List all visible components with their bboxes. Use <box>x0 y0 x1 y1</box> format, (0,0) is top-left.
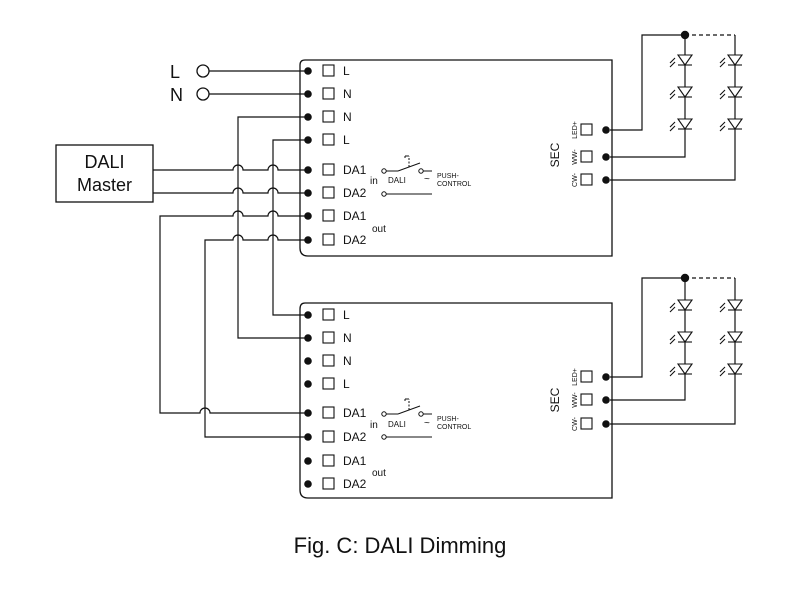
driver-top-led-array <box>669 54 744 132</box>
driver-bottom-push-label-2: CONTROL <box>437 424 471 431</box>
driver-bottom-push-label-1: PUSH- <box>437 416 459 423</box>
svg-text:LED+: LED+ <box>572 121 579 139</box>
svg-text:N: N <box>343 87 352 101</box>
svg-text:L: L <box>343 64 350 78</box>
svg-text:N: N <box>343 354 352 368</box>
driver-top-led-junction <box>680 30 690 40</box>
driver-top-push-label-2: CONTROL <box>437 181 471 188</box>
driver-top-terminal-2: N <box>304 87 352 101</box>
driver-top-sec-terminal-3: CW- <box>572 172 610 187</box>
svg-text:L: L <box>343 133 350 147</box>
driver-bottom-outline <box>299 302 613 499</box>
svg-text:DA2: DA2 <box>343 430 367 444</box>
driver-bottom-sec-terminal-2: WW- <box>572 392 610 408</box>
svg-text:L: L <box>343 308 350 322</box>
svg-text:WW-: WW- <box>572 392 579 408</box>
driver-top-sec-terminal-1: LED+ <box>572 121 610 139</box>
led-icon <box>669 331 694 345</box>
led-icon <box>669 54 694 68</box>
svg-text:CW-: CW- <box>572 416 579 431</box>
source-l-terminal <box>196 64 210 78</box>
led-icon <box>719 331 744 345</box>
driver-bottom-led-array <box>669 299 744 377</box>
svg-text:N: N <box>343 110 352 124</box>
svg-text:N: N <box>343 331 352 345</box>
driver-bottom-terminal-7: DA1 <box>304 454 367 468</box>
svg-text:DA1: DA1 <box>343 406 367 420</box>
driver-bottom-sec-terminal-3: CW- <box>572 416 610 431</box>
driver-bottom-tilde: ~ <box>424 418 430 429</box>
driver-bottom-terminal-3: N <box>304 354 352 368</box>
led-icon <box>719 363 744 377</box>
led-icon <box>719 86 744 100</box>
driver-top-terminal-4: L <box>304 133 350 147</box>
led-icon <box>669 118 694 132</box>
svg-text:WW-: WW- <box>572 149 579 165</box>
source-n-terminal <box>196 87 210 101</box>
dali-master-label-2: Master <box>77 175 132 195</box>
driver-bottom-sec-label: SEC <box>548 387 562 412</box>
wiring <box>153 34 736 438</box>
driver-top-tilde: ~ <box>424 174 430 185</box>
driver-bottom-push-switch <box>381 398 432 440</box>
driver-top-terminal-8: DA2 <box>304 233 367 247</box>
driver-bottom-terminal-5: DA1 <box>304 406 367 420</box>
svg-text:DA1: DA1 <box>343 454 367 468</box>
dali-master-box <box>55 144 154 203</box>
svg-text:DA2: DA2 <box>343 477 367 491</box>
driver-top-out-label: out <box>372 224 386 235</box>
driver-top-terminal-3: N <box>304 110 352 124</box>
svg-text:CW-: CW- <box>572 172 579 187</box>
driver-top-terminal-5: DA1 <box>304 163 367 177</box>
source-l-label: L <box>170 62 180 82</box>
driver-bottom-terminal-4: L <box>304 377 350 391</box>
driver-top-terminal-6: DA2 <box>304 186 367 200</box>
svg-text:LED+: LED+ <box>572 368 579 386</box>
driver-top-in-label: in <box>370 176 378 187</box>
driver-top-terminal-7: DA1 <box>304 209 367 223</box>
svg-text:DA2: DA2 <box>343 233 367 247</box>
driver-bottom-sec-terminal-1: LED+ <box>572 368 610 386</box>
driver-bottom-terminal-1: L <box>304 308 350 322</box>
led-icon <box>719 118 744 132</box>
svg-text:DA1: DA1 <box>343 163 367 177</box>
driver-bottom-led-junction <box>680 273 690 283</box>
driver-top-push-label-1: PUSH- <box>437 173 459 180</box>
dali-master-label-1: DALI <box>84 152 124 172</box>
driver-bottom-in-label: in <box>370 420 378 431</box>
driver-bottom-out-label: out <box>372 468 386 479</box>
figure-caption: Fig. C: DALI Dimming <box>293 533 507 558</box>
driver-bottom-dali-label: DALI <box>388 420 406 429</box>
driver-top-outline <box>299 59 613 257</box>
driver-top-sec-terminal-2: WW- <box>572 149 610 165</box>
driver-top-dali-label: DALI <box>388 176 406 185</box>
driver-top-terminal-1: L <box>304 64 350 78</box>
driver-top: L N N L DA1 DA2 DA1 <box>299 30 744 257</box>
source-n-label: N <box>170 85 183 105</box>
svg-text:L: L <box>343 377 350 391</box>
led-icon <box>719 299 744 313</box>
driver-bottom-terminal-8: DA2 <box>304 477 367 491</box>
svg-text:DA1: DA1 <box>343 209 367 223</box>
driver-bottom: L N N L DA1 DA2 DA1 <box>299 273 744 499</box>
led-icon <box>669 299 694 313</box>
led-icon <box>669 86 694 100</box>
led-icon <box>669 363 694 377</box>
driver-top-push-switch <box>381 155 432 197</box>
svg-text:DA2: DA2 <box>343 186 367 200</box>
driver-bottom-terminal-2: N <box>304 331 352 345</box>
led-icon <box>719 54 744 68</box>
driver-top-sec-label: SEC <box>548 142 562 167</box>
driver-bottom-terminal-6: DA2 <box>304 430 367 444</box>
